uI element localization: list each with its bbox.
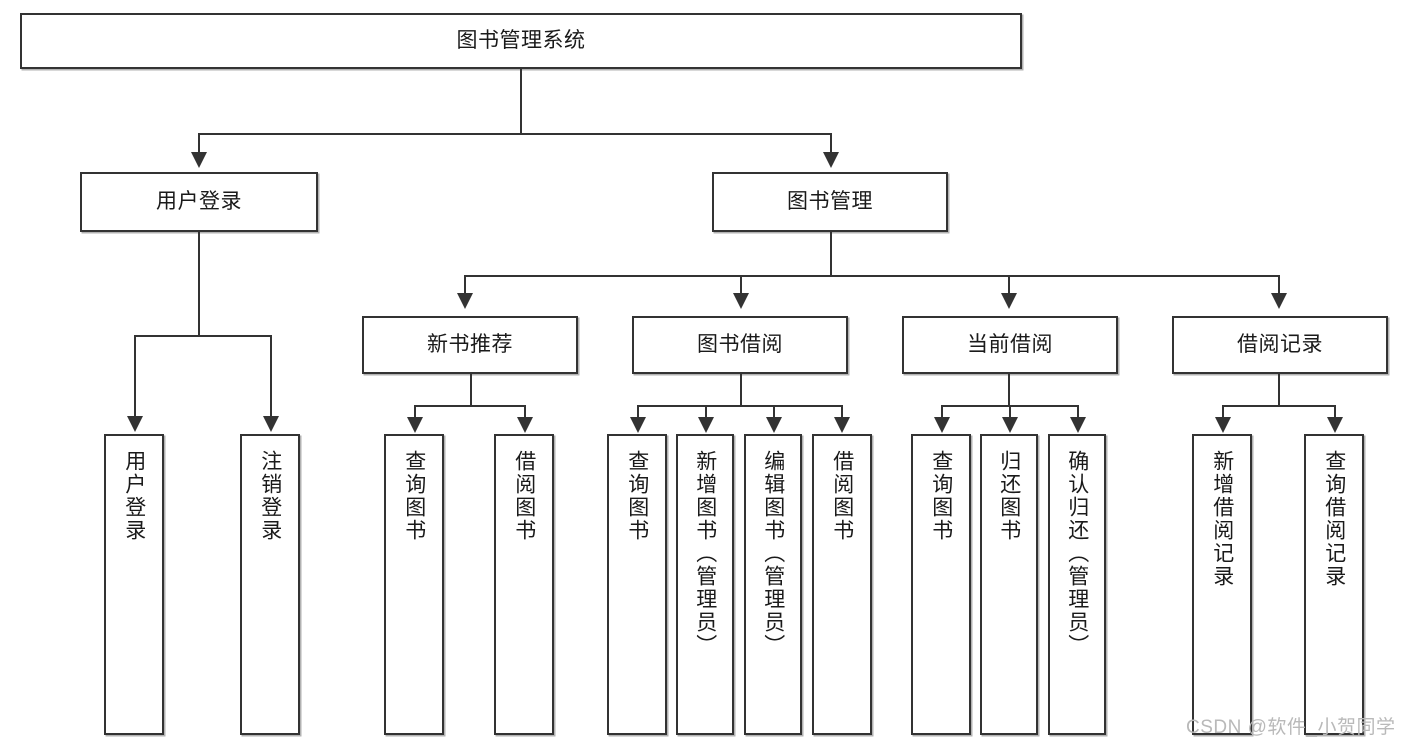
node-label: 用户登录 (122, 450, 146, 542)
node-user-login[interactable]: 用户登录 (80, 172, 318, 232)
arrow-to-leaf-user-login (127, 416, 143, 432)
arrow-current-borrow-leaf1 (934, 417, 950, 433)
edge-new-book-bar (414, 405, 526, 407)
node-label: 新增图书（管理员） (693, 450, 717, 657)
node-label: 图书借阅 (697, 333, 783, 357)
edge-book-borrow-stem (740, 374, 742, 406)
node-book-borrow[interactable]: 图书借阅 (632, 316, 848, 374)
leaf-query-book-borrow[interactable]: 查询图书 (607, 434, 667, 735)
node-label: 借阅图书 (512, 450, 536, 542)
arrow-current-borrow-leaf3 (1070, 417, 1086, 433)
edge-borrow-records-stem (1278, 374, 1280, 406)
arrow-borrow-records-leaf2 (1327, 417, 1343, 433)
node-label: 图书管理系统 (456, 29, 586, 53)
edge-root-to-book-manage (830, 133, 832, 155)
edge-user-login-stem (198, 232, 200, 336)
edge-book-borrow-leaf4 (841, 405, 843, 419)
leaf-logout[interactable]: 注销登录 (240, 434, 300, 735)
arrow-current-borrow-leaf2 (1002, 417, 1018, 433)
edge-book-borrow-leaf3 (773, 405, 775, 419)
node-label: 新书推荐 (427, 333, 513, 357)
node-label: 查询图书 (929, 450, 953, 542)
arrow-borrow-records-leaf1 (1215, 417, 1231, 433)
arrow-book-borrow-leaf4 (834, 417, 850, 433)
node-current-borrow[interactable]: 当前借阅 (902, 316, 1118, 374)
edge-root-stem (520, 69, 522, 134)
arrow-book-borrow-leaf1 (630, 417, 646, 433)
edge-to-new-book (464, 275, 466, 295)
edge-root-bar (198, 133, 832, 135)
edge-current-borrow-leaf3 (1077, 405, 1079, 419)
edge-borrow-records-leaf1 (1222, 405, 1224, 419)
arrow-to-borrow-records (1271, 293, 1287, 309)
edge-current-borrow-stem (1008, 374, 1010, 406)
leaf-return-book[interactable]: 归还图书 (980, 434, 1038, 735)
arrow-book-borrow-leaf2 (698, 417, 714, 433)
arrow-to-current-borrow (1001, 293, 1017, 309)
node-label: 查询图书 (625, 450, 649, 542)
leaf-user-login[interactable]: 用户登录 (104, 434, 164, 735)
leaf-query-borrow-record[interactable]: 查询借阅记录 (1304, 434, 1364, 735)
leaf-add-book-admin[interactable]: 新增图书（管理员） (676, 434, 734, 735)
node-borrow-records[interactable]: 借阅记录 (1172, 316, 1388, 374)
edge-root-to-user-login (198, 133, 200, 155)
node-new-book-recommend[interactable]: 新书推荐 (362, 316, 578, 374)
leaf-query-book-recommend[interactable]: 查询图书 (384, 434, 444, 735)
edge-to-current-borrow (1008, 275, 1010, 295)
node-label: 借阅记录 (1237, 333, 1323, 357)
edge-book-borrow-leaf1 (637, 405, 639, 419)
edge-borrow-records-bar (1222, 405, 1336, 407)
leaf-borrow-book[interactable]: 借阅图书 (812, 434, 872, 735)
edge-to-book-borrow (740, 275, 742, 295)
edge-new-book-leaf1 (414, 405, 416, 419)
node-label: 用户登录 (156, 190, 242, 214)
arrow-new-book-leaf1 (407, 417, 423, 433)
arrow-to-user-login (191, 152, 207, 168)
edge-book-manage-bar (464, 275, 1280, 277)
edge-book-borrow-leaf2 (705, 405, 707, 419)
arrow-new-book-leaf2 (517, 417, 533, 433)
node-label: 归还图书 (997, 450, 1021, 542)
edge-book-manage-stem (830, 232, 832, 276)
edge-current-borrow-leaf1 (941, 405, 943, 419)
node-label: 查询图书 (402, 450, 426, 542)
node-label: 注销登录 (258, 450, 282, 542)
node-book-management[interactable]: 图书管理 (712, 172, 948, 232)
arrow-book-borrow-leaf3 (766, 417, 782, 433)
node-label: 编辑图书（管理员） (761, 450, 785, 657)
node-label: 借阅图书 (830, 450, 854, 542)
arrow-to-book-manage (823, 152, 839, 168)
edge-borrow-records-leaf2 (1334, 405, 1336, 419)
node-label: 新增借阅记录 (1210, 450, 1234, 588)
edge-new-book-stem (470, 374, 472, 406)
node-root-system[interactable]: 图书管理系统 (20, 13, 1022, 69)
node-label: 确认归还（管理员） (1065, 450, 1089, 657)
node-label: 当前借阅 (967, 333, 1053, 357)
leaf-confirm-return-admin[interactable]: 确认归还（管理员） (1048, 434, 1106, 735)
arrow-to-new-book-recommend (457, 293, 473, 309)
edge-book-borrow-bar (637, 405, 842, 407)
leaf-query-book-current[interactable]: 查询图书 (911, 434, 971, 735)
leaf-edit-book-admin[interactable]: 编辑图书（管理员） (744, 434, 802, 735)
leaf-borrow-book-recommend[interactable]: 借阅图书 (494, 434, 554, 735)
edge-new-book-leaf2 (524, 405, 526, 419)
edge-user-login-to-leaf1 (134, 335, 136, 418)
edge-user-login-to-leaf2 (270, 335, 272, 418)
edge-current-borrow-leaf2 (1009, 405, 1011, 419)
edge-user-login-bar (134, 335, 272, 337)
arrow-to-leaf-logout (263, 416, 279, 432)
edge-to-borrow-records (1278, 275, 1280, 295)
arrow-to-book-borrow (733, 293, 749, 309)
node-label: 查询借阅记录 (1322, 450, 1346, 588)
leaf-add-borrow-record[interactable]: 新增借阅记录 (1192, 434, 1252, 735)
node-label: 图书管理 (787, 190, 873, 214)
